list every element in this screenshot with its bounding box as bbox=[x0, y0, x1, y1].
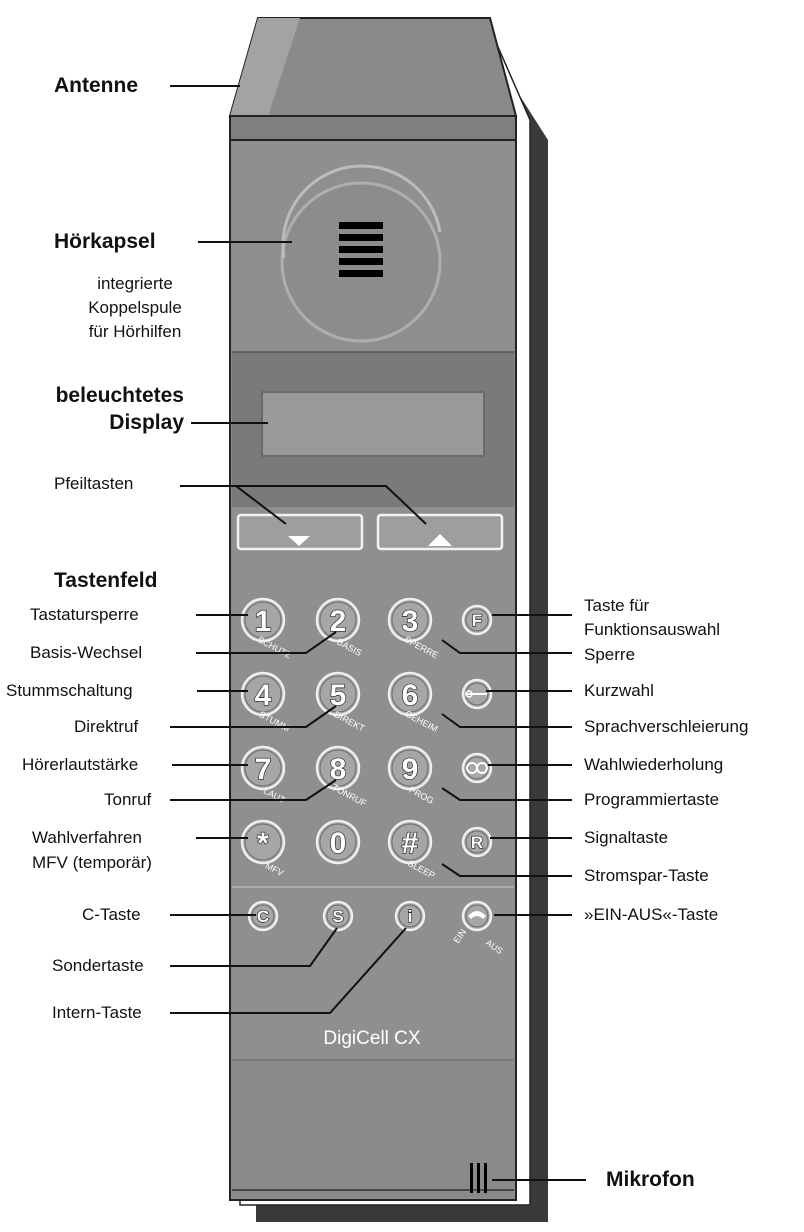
key-c-label: C bbox=[257, 907, 269, 926]
key-8-label: 8 bbox=[330, 753, 347, 786]
key-0-label: 0 bbox=[330, 827, 347, 860]
label-integrierte-1: integrierte bbox=[97, 274, 173, 293]
microphone-grille bbox=[470, 1163, 487, 1193]
key-3-label: 3 bbox=[402, 605, 419, 638]
earpiece-highlight bbox=[281, 164, 442, 259]
key-star-label: * bbox=[257, 827, 269, 860]
label-tastenfeld: Tastenfeld bbox=[54, 569, 158, 592]
label-stummschaltung: Stummschaltung bbox=[6, 681, 133, 700]
arrow-down-key[interactable] bbox=[236, 513, 364, 551]
label-mikrofon: Mikrofon bbox=[606, 1168, 695, 1191]
key-2[interactable]: 2 bbox=[315, 597, 361, 643]
label-display-2: Display bbox=[109, 411, 184, 434]
label-pfeiltasten: Pfeiltasten bbox=[54, 474, 134, 493]
label-tastatursperre: Tastatursperre bbox=[30, 605, 139, 624]
label-wahlwiederholung: Wahlwiederholung bbox=[584, 755, 724, 774]
leader-lines bbox=[170, 85, 586, 1181]
label-antenne: Antenne bbox=[54, 74, 138, 97]
label-mfv-temporaer: MFV (temporär) bbox=[32, 853, 152, 872]
key-2-label: 2 bbox=[330, 605, 347, 638]
display-screen bbox=[261, 391, 485, 457]
key-6-label: 6 bbox=[402, 679, 419, 712]
label-intern-taste: Intern-Taste bbox=[52, 1003, 142, 1022]
label-sondertaste: Sondertaste bbox=[52, 956, 144, 975]
key-5-label: 5 bbox=[330, 679, 347, 712]
key-star[interactable]: * bbox=[240, 819, 286, 865]
key-r-label: R bbox=[471, 833, 483, 852]
key-r[interactable]: R bbox=[461, 826, 493, 858]
brand-name: DigiCell CX bbox=[323, 1028, 420, 1049]
phone-collar bbox=[229, 115, 517, 141]
key-1[interactable]: 1 bbox=[240, 597, 286, 643]
key-f-label: F bbox=[472, 611, 482, 630]
arrow-down-icon bbox=[288, 536, 310, 546]
key-7[interactable]: 7 bbox=[240, 745, 286, 791]
label-stromspar-taste: Stromspar-Taste bbox=[584, 866, 709, 885]
key-9[interactable]: 9 bbox=[387, 745, 433, 791]
label-c-taste: C-Taste bbox=[82, 905, 141, 924]
mouthpiece-panel bbox=[232, 1060, 514, 1198]
key-4-label: 4 bbox=[255, 679, 272, 712]
arrow-up-icon bbox=[428, 534, 452, 546]
key-icon bbox=[465, 690, 487, 698]
key-5[interactable]: 5 bbox=[315, 671, 361, 717]
label-hoerkapsel: Hörkapsel bbox=[54, 230, 156, 253]
key-i[interactable]: i bbox=[394, 900, 426, 932]
key-3[interactable]: 3 bbox=[387, 597, 433, 643]
redial-icon bbox=[466, 762, 488, 774]
key-hash[interactable]: # bbox=[387, 819, 433, 865]
label-basis-wechsel: Basis-Wechsel bbox=[30, 643, 143, 662]
key-hash-label: # bbox=[402, 827, 419, 860]
key-s-label: S bbox=[332, 907, 343, 926]
arrow-up-key[interactable] bbox=[376, 513, 504, 551]
label-integrierte-2: Koppelspule bbox=[88, 298, 182, 317]
key-s[interactable]: S bbox=[322, 900, 354, 932]
label-integrierte-3: für Hörhilfen bbox=[88, 322, 182, 341]
label-kurzwahl: Kurzwahl bbox=[584, 681, 654, 700]
key-9-label: 9 bbox=[402, 753, 419, 786]
key-1-label: 1 bbox=[255, 605, 272, 638]
key-4[interactable]: 4 bbox=[240, 671, 286, 717]
key-8[interactable]: 8 bbox=[315, 745, 361, 791]
label-wahlverfahren: Wahlverfahren bbox=[32, 828, 142, 847]
label-sperre: Sperre bbox=[584, 645, 636, 664]
label-hoererlautstaerke: Hörerlautstärke bbox=[22, 755, 139, 774]
key-7-label: 7 bbox=[255, 753, 272, 786]
label-taste-fuer: Taste für bbox=[584, 596, 650, 615]
label-sprachverschleierung: Sprachverschleierung bbox=[584, 717, 749, 736]
earpiece-grille bbox=[339, 222, 383, 277]
antenna-highlight bbox=[230, 18, 300, 116]
label-display-1: beleuchtetes bbox=[55, 384, 184, 407]
label-tonruf: Tonruf bbox=[104, 790, 152, 809]
label-ein-aus-taste: »EIN-AUS«-Taste bbox=[584, 905, 719, 924]
label-funktionsauswahl: Funktionsauswahl bbox=[584, 620, 721, 639]
handset-icon bbox=[468, 911, 486, 919]
key-6[interactable]: 6 bbox=[387, 671, 433, 717]
key-f[interactable]: F bbox=[461, 604, 493, 636]
key-0[interactable]: 0 bbox=[315, 819, 361, 865]
key-i-label: i bbox=[408, 907, 413, 926]
key-c[interactable]: C bbox=[247, 900, 279, 932]
label-programmiertaste: Programmiertaste bbox=[584, 790, 720, 809]
label-direktruf: Direktruf bbox=[74, 717, 139, 736]
label-signaltaste: Signaltaste bbox=[584, 828, 669, 847]
